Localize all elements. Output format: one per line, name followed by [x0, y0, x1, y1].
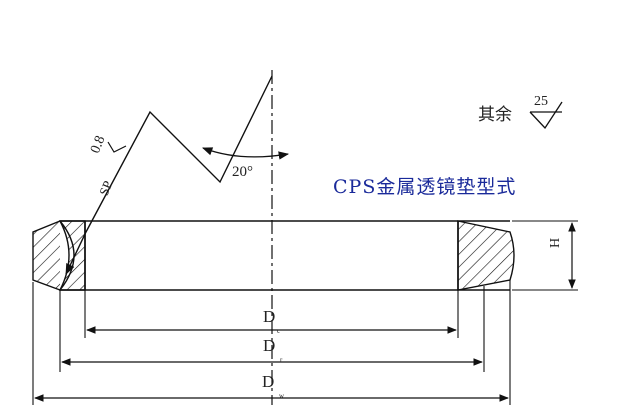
angle-label: 20° — [232, 164, 253, 180]
dimension-outer-label: D — [262, 372, 275, 391]
height-label: H — [548, 237, 563, 248]
sp-roughness-symbol — [107, 141, 127, 153]
left-spherical-face — [59, 220, 75, 291]
dimension-lines — [34, 222, 576, 402]
dimension-inner-subscript: c — [277, 327, 281, 335]
surface-leader-zigzag — [65, 75, 273, 276]
right-hatched-section — [457, 220, 515, 291]
drawing-title: CPS金属透镜垫型式 — [333, 176, 517, 198]
gasket-body — [60, 220, 510, 291]
dimension-contact-subscript: r — [280, 356, 283, 364]
left-hatched-section — [58, 220, 86, 291]
extension-lines — [32, 220, 578, 405]
angle-arc — [202, 147, 290, 160]
rest-roughness-symbol — [529, 101, 563, 130]
left-lens-profile — [32, 220, 61, 291]
surface-rest-value: 25 — [534, 94, 548, 109]
dimension-inner-label: D — [263, 307, 276, 326]
dimension-outer-subscript: w — [279, 392, 285, 400]
surface-rest-label: 其余 — [478, 105, 512, 125]
dimension-contact-label: D — [263, 336, 276, 355]
